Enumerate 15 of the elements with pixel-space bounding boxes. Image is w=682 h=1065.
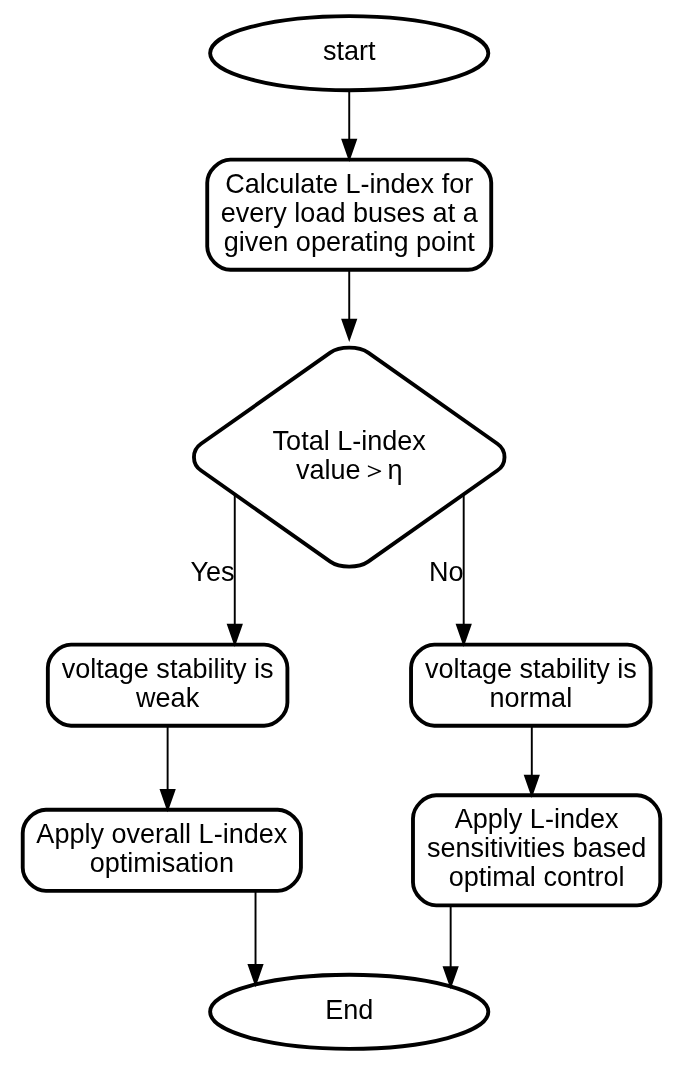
node-ellipse: start (207, 14, 490, 93)
arrow (442, 904, 459, 990)
arrow (340, 89, 357, 162)
node-ellipse: End (207, 972, 490, 1051)
node-box: voltage stability is weak (45, 642, 289, 728)
arrow (159, 725, 176, 813)
node-box: Calculate L-index for every load buses at a given operating point (204, 157, 493, 272)
node-box: Apply overall L-index optimisation (20, 807, 303, 893)
arrow (340, 269, 357, 342)
arrow (226, 493, 243, 648)
arrow (455, 493, 472, 648)
arrow (246, 890, 264, 988)
arrow (523, 725, 540, 798)
node-box: Apply L-index sensitivities based optimal control (410, 793, 662, 908)
node-box: voltage stability is normal (408, 642, 653, 728)
